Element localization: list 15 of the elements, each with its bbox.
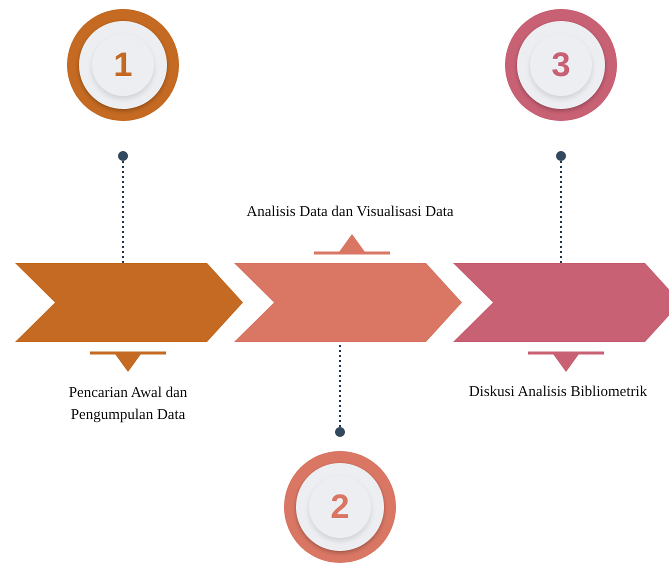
dotted-connector (335, 342, 345, 437)
chevron-shape (15, 263, 243, 342)
pointer-arrow (526, 352, 606, 372)
dotted-connector (556, 151, 566, 263)
step-number: 2 (330, 490, 350, 524)
pointer-arrow (88, 352, 168, 372)
step-label: Pencarian Awal dan Pengumpulan Data (68, 384, 188, 425)
step-number: 3 (552, 48, 570, 82)
step-label: Diskusi Analisis Bibliometrik (468, 383, 648, 402)
chevron-shape (234, 263, 462, 342)
pointer-arrow (312, 234, 392, 254)
dotted-connector (118, 151, 128, 263)
step-label: Analisis Data dan Visualisasi Data (246, 203, 454, 222)
step-number: 1 (114, 48, 132, 82)
chevron-shape (453, 263, 669, 342)
